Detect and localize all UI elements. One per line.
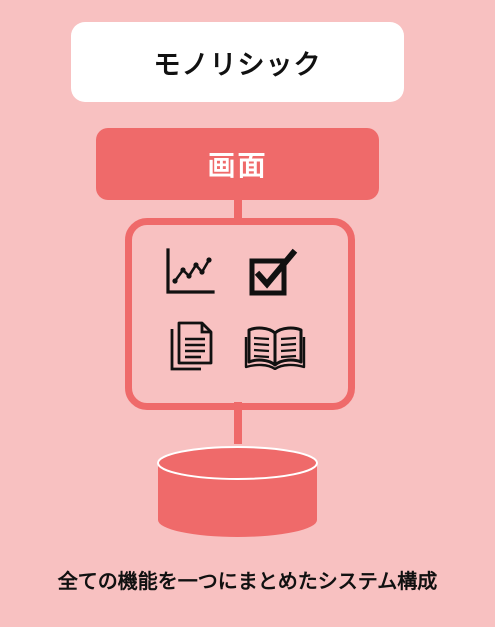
connector-functions-to-database [234,402,242,444]
database-icon [157,446,318,537]
functions-container [125,218,355,410]
checkbox-icon [249,248,298,296]
screen-box: 画面 [96,128,379,200]
diagram-title: モノリシック [153,49,322,81]
screen-label: 画面 [207,149,268,182]
document-icon [170,321,213,371]
title-box: モノリシック [71,22,404,102]
line-chart-icon [166,248,215,294]
open-book-icon [244,326,306,370]
connector-screen-to-functions [234,199,242,221]
caption: 全ての機能を一つにまとめたシステム構成 [57,569,438,593]
